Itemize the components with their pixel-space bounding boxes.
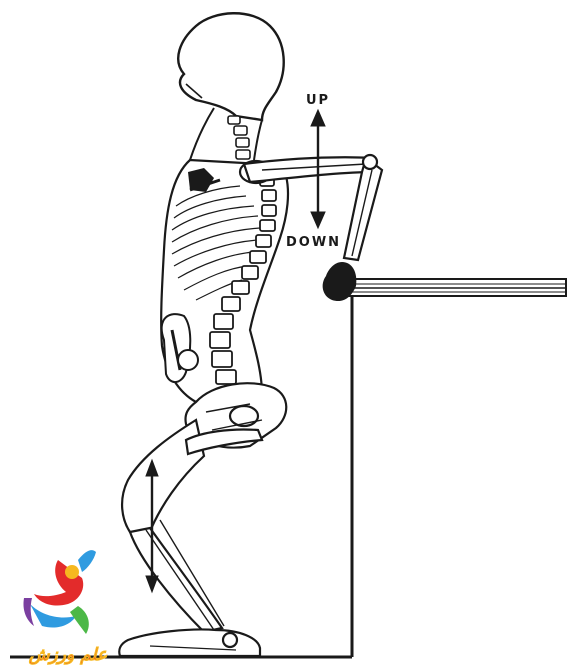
down-label: DOWN [286, 235, 341, 250]
up-label: UP [306, 93, 330, 108]
foot [119, 629, 260, 656]
logo-mark-icon [23, 550, 96, 634]
logo-text: علم ورزش [28, 645, 108, 665]
horizontal-bar [330, 279, 566, 296]
brand-logo: علم ورزش [23, 550, 108, 665]
head-outline [178, 13, 283, 120]
lower-leg [122, 420, 262, 632]
